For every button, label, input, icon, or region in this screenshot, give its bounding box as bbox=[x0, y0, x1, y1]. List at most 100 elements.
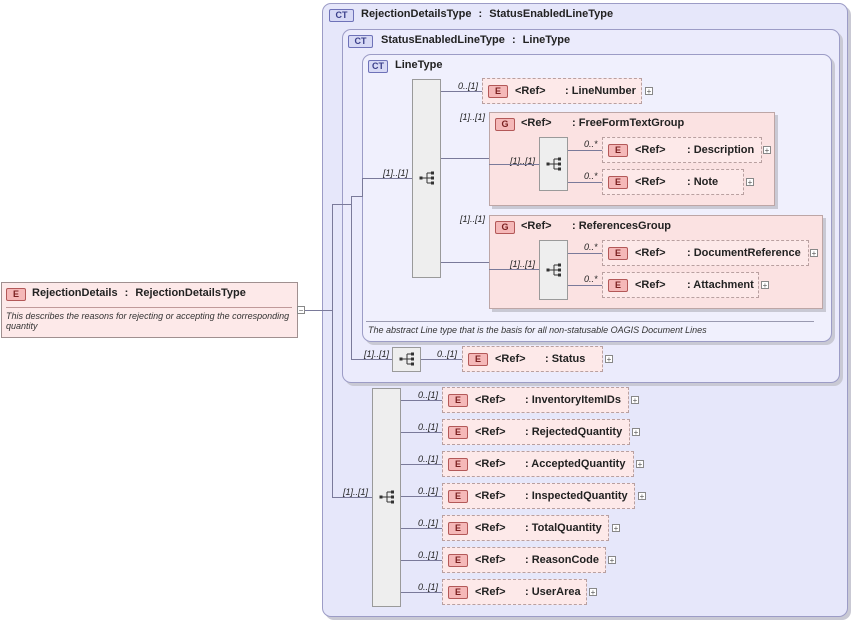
detail-name: : TotalQuantity bbox=[525, 522, 602, 534]
note-cardinality: 0..* bbox=[584, 171, 598, 181]
attachment-name: : Attachment bbox=[687, 279, 754, 291]
detail-cardinality: 0..[1] bbox=[418, 518, 439, 528]
root-element-type: RejectionDetailsType bbox=[135, 287, 246, 299]
status-cardinality: 0..[1] bbox=[437, 349, 458, 359]
accepted-quantity-element[interactable]: E <Ref> : AcceptedQuantity bbox=[442, 451, 634, 477]
free-form-group-name: : FreeFormTextGroup bbox=[572, 117, 685, 129]
expand-toggle[interactable]: + bbox=[631, 396, 639, 405]
root-element-title: RejectionDetails : RejectionDetailsType bbox=[32, 287, 246, 299]
sequence-icon bbox=[399, 352, 414, 366]
ref-label: <Ref> bbox=[475, 554, 506, 566]
sequence-icon bbox=[419, 171, 434, 185]
ref-label: <Ref> bbox=[475, 586, 506, 598]
free-form-group-cardinality: [1]..[1] bbox=[460, 112, 486, 122]
detail-cardinality: 0..[1] bbox=[418, 550, 439, 560]
note-element[interactable]: E <Ref> : Note bbox=[602, 169, 744, 195]
complex-type-badge: CT bbox=[329, 9, 354, 22]
element-badge: E bbox=[448, 522, 468, 535]
complex-type-badge: CT bbox=[368, 60, 388, 73]
complex-type-badge: CT bbox=[348, 35, 373, 48]
ref-label: <Ref> bbox=[475, 458, 506, 470]
outer-type-title: RejectionDetailsType : StatusEnabledLine… bbox=[361, 8, 613, 20]
status-sequence bbox=[392, 347, 421, 372]
details-seq-cardinality: [1]..[1] bbox=[343, 487, 369, 497]
root-element-name: RejectionDetails bbox=[32, 287, 118, 299]
expand-toggle[interactable]: + bbox=[645, 87, 653, 96]
sequence-icon bbox=[379, 490, 394, 504]
note-name: : Note bbox=[687, 176, 719, 188]
line-seq-cardinality: [1]..[1] bbox=[383, 168, 409, 178]
document-reference-cardinality: 0..* bbox=[584, 242, 598, 252]
element-badge: E bbox=[448, 554, 468, 567]
rejected-quantity-element[interactable]: E <Ref> : RejectedQuantity bbox=[442, 419, 630, 445]
expand-toggle[interactable]: + bbox=[636, 460, 644, 469]
sequence-icon bbox=[546, 263, 561, 277]
outer-type-sep: : bbox=[478, 8, 483, 20]
document-reference-name: : DocumentReference bbox=[687, 247, 801, 259]
total-quantity-element[interactable]: E <Ref> : TotalQuantity bbox=[442, 515, 609, 541]
expand-toggle[interactable]: + bbox=[605, 355, 613, 364]
element-badge: E bbox=[608, 176, 628, 189]
inventory-item-ids-element[interactable]: E <Ref> : InventoryItemIDs bbox=[442, 387, 629, 413]
rejection-details-element[interactable] bbox=[1, 282, 298, 338]
attachment-element[interactable]: E <Ref> : Attachment bbox=[602, 272, 759, 298]
element-badge: E bbox=[448, 394, 468, 407]
expand-toggle[interactable]: + bbox=[763, 146, 771, 155]
expand-toggle[interactable]: + bbox=[632, 428, 640, 437]
ref-label: <Ref> bbox=[475, 490, 506, 502]
collapse-toggle[interactable]: − bbox=[297, 306, 305, 315]
element-badge: E bbox=[608, 247, 628, 260]
expand-toggle[interactable]: + bbox=[761, 281, 769, 290]
ref-label: <Ref> bbox=[635, 144, 666, 156]
element-badge: E bbox=[608, 279, 628, 292]
root-element-documentation: This describes the reasons for rejecting… bbox=[6, 311, 290, 331]
inspected-quantity-element[interactable]: E <Ref> : InspectedQuantity bbox=[442, 483, 635, 509]
detail-name: : ReasonCode bbox=[525, 554, 599, 566]
group-badge: G bbox=[495, 221, 515, 234]
references-group-cardinality: [1]..[1] bbox=[460, 214, 486, 224]
expand-toggle[interactable]: + bbox=[589, 588, 597, 597]
status-element[interactable]: E <Ref> : Status bbox=[462, 346, 603, 372]
element-badge: E bbox=[448, 586, 468, 599]
ref-label: <Ref> bbox=[495, 353, 526, 365]
detail-name: : InventoryItemIDs bbox=[525, 394, 621, 406]
ref-label: <Ref> bbox=[475, 426, 506, 438]
element-badge: E bbox=[608, 144, 628, 157]
element-badge: E bbox=[488, 85, 508, 98]
status-name: : Status bbox=[545, 353, 586, 365]
element-badge: E bbox=[6, 288, 26, 301]
line-number-name: : LineNumber bbox=[565, 85, 636, 97]
attachment-cardinality: 0..* bbox=[584, 274, 598, 284]
line-number-element[interactable]: E <Ref> : LineNumber bbox=[482, 78, 642, 104]
ref-label: <Ref> bbox=[521, 117, 552, 129]
detail-cardinality: 0..[1] bbox=[418, 390, 439, 400]
root-element-sep: : bbox=[124, 287, 129, 299]
expand-toggle[interactable]: + bbox=[612, 524, 620, 533]
expand-toggle[interactable]: + bbox=[810, 249, 818, 258]
expand-toggle[interactable]: + bbox=[746, 178, 754, 187]
detail-cardinality: 0..[1] bbox=[418, 582, 439, 592]
user-area-element[interactable]: E <Ref> : UserArea bbox=[442, 579, 587, 605]
description-name: : Description bbox=[687, 144, 755, 156]
element-badge: E bbox=[448, 458, 468, 471]
ref-label: <Ref> bbox=[635, 247, 666, 259]
reason-code-element[interactable]: E <Ref> : ReasonCode bbox=[442, 547, 606, 573]
references-seq-cardinality: [1]..[1] bbox=[510, 259, 536, 269]
detail-name: : AcceptedQuantity bbox=[525, 458, 626, 470]
element-badge: E bbox=[448, 490, 468, 503]
free-form-seq-cardinality: [1]..[1] bbox=[510, 156, 536, 166]
detail-cardinality: 0..[1] bbox=[418, 422, 439, 432]
ref-label: <Ref> bbox=[521, 220, 552, 232]
element-badge: E bbox=[448, 426, 468, 439]
expand-toggle[interactable]: + bbox=[638, 492, 646, 501]
expand-toggle[interactable]: + bbox=[608, 556, 616, 565]
ref-label: <Ref> bbox=[515, 85, 546, 97]
document-reference-element[interactable]: E <Ref> : DocumentReference bbox=[602, 240, 809, 266]
detail-name: : RejectedQuantity bbox=[525, 426, 623, 438]
detail-cardinality: 0..[1] bbox=[418, 486, 439, 496]
status-enabled-name: StatusEnabledLineType bbox=[381, 34, 505, 46]
status-enabled-sep: : bbox=[511, 34, 516, 46]
element-badge: E bbox=[468, 353, 488, 366]
line-type-documentation: The abstract Line type that is the basis… bbox=[368, 325, 707, 335]
description-element[interactable]: E <Ref> : Description bbox=[602, 137, 762, 163]
